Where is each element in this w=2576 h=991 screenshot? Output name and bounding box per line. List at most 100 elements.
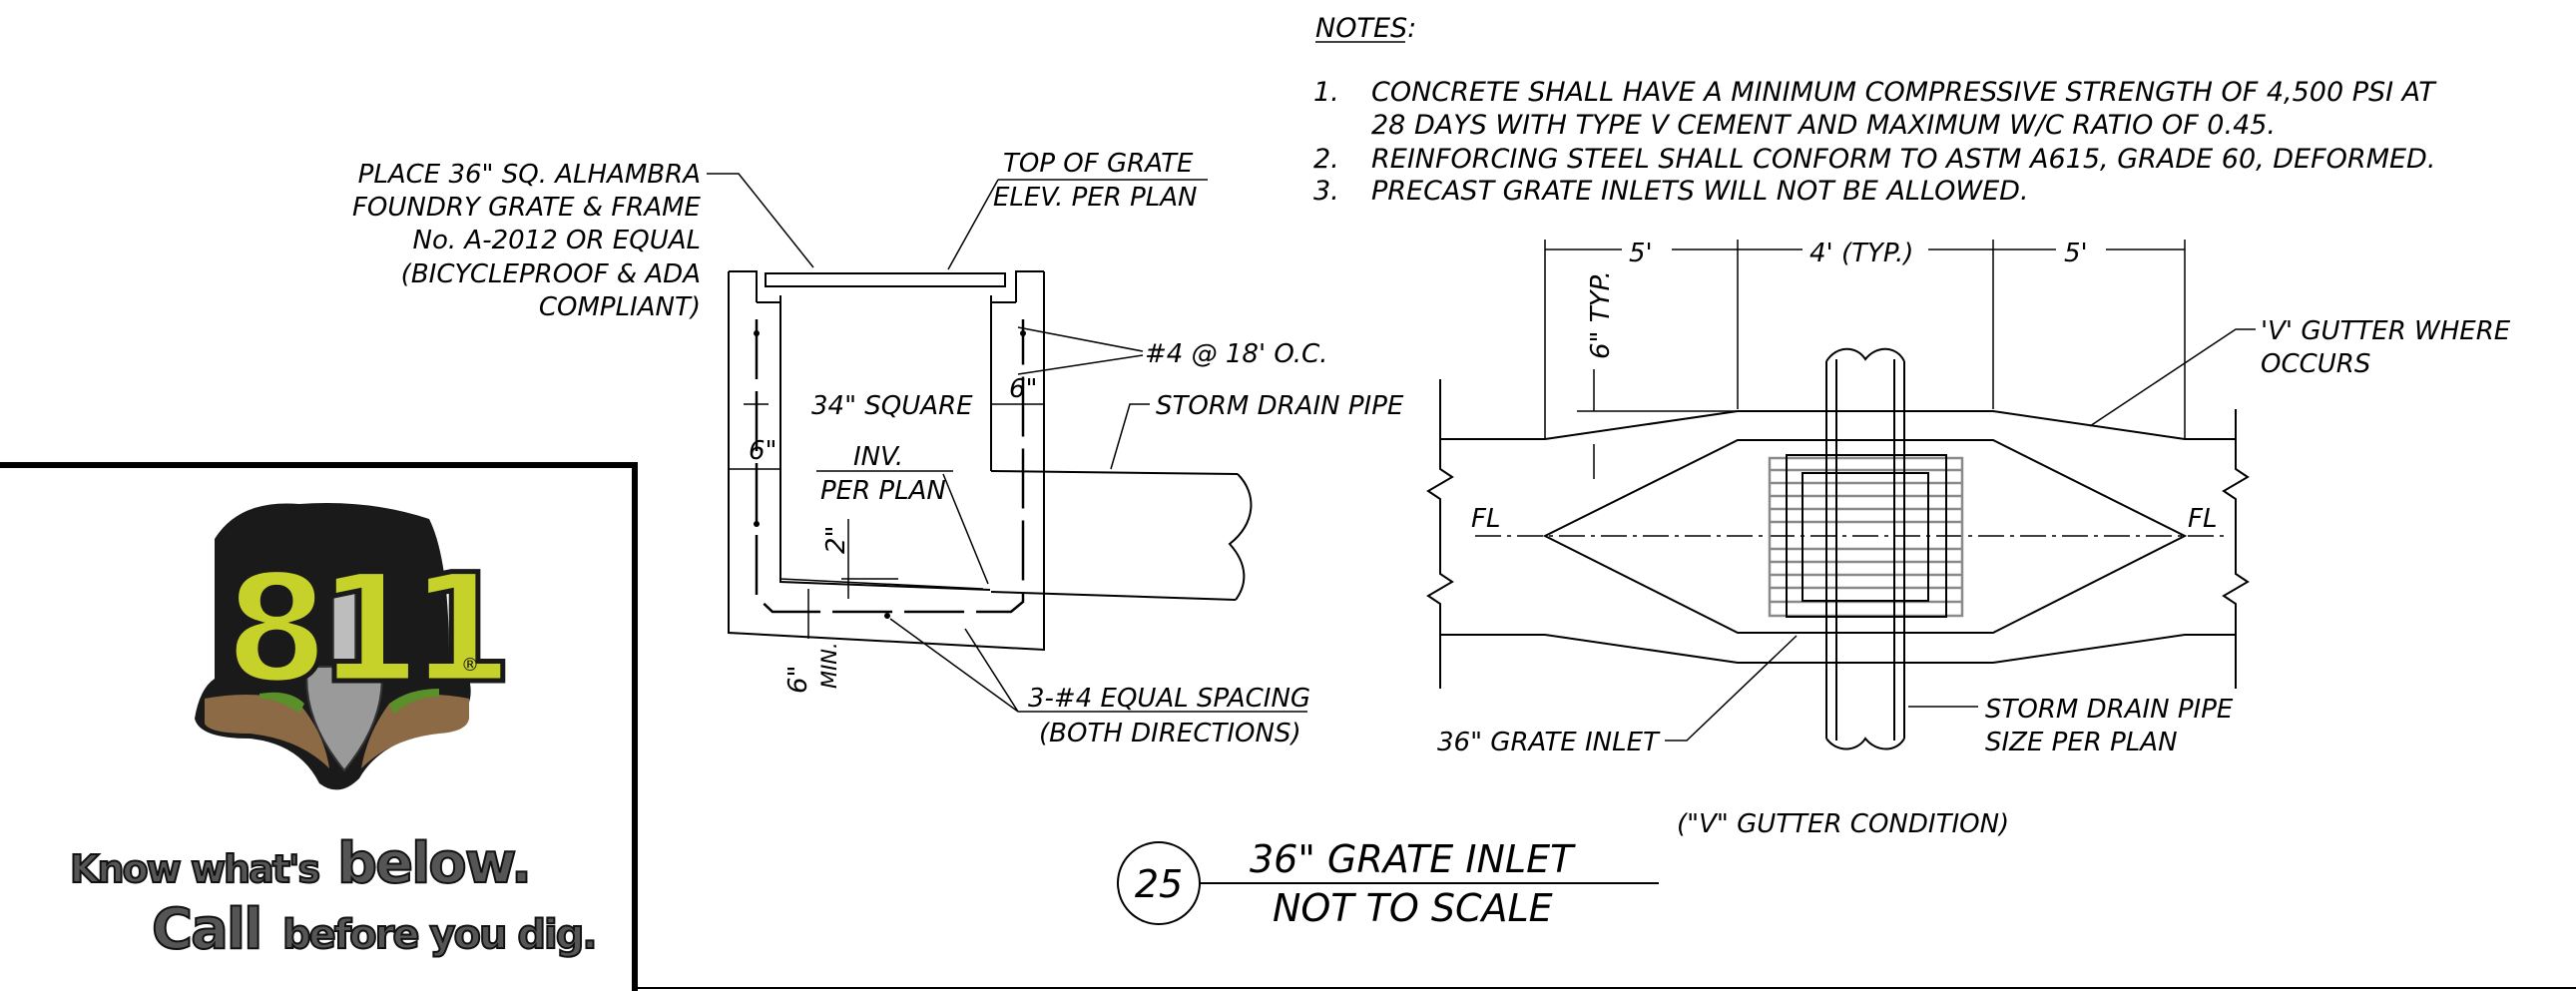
gutter-bot-slope-left — [1544, 634, 1739, 664]
detail-number: 25 — [1135, 862, 1183, 906]
811-tagline: Know what's below. Call before you dig. — [69, 830, 599, 963]
grate-callout-line-2: FOUNDRY GRATE & FRAME — [352, 193, 702, 223]
soil-right — [361, 695, 469, 768]
logo-box-border — [0, 462, 638, 991]
tagline-call: Call — [152, 897, 260, 962]
soil-left — [205, 695, 329, 768]
grass-right — [389, 689, 439, 714]
rebar-dot — [754, 330, 760, 336]
storm-drain-pipe-leader — [1110, 403, 1150, 470]
dim-2in: 2" — [821, 525, 851, 554]
dim-typ-label: 6" TYP. — [1586, 270, 1616, 359]
gutter-top-slope-right — [1992, 410, 2186, 440]
v-gutter-line-2: OCCURS — [2261, 349, 2370, 379]
grass-left — [259, 692, 304, 714]
storm-pipe-line-2: SIZE PER PLAN — [1985, 728, 2178, 757]
grate-inner-frame — [1786, 454, 1947, 618]
condition-label: ("V" GUTTER CONDITION) — [1677, 809, 2009, 839]
grate-callout-line-3: No. A-2012 OR EQUAL — [413, 226, 701, 255]
dim-right-label: 5' — [2064, 239, 2088, 268]
inv-label-line-1: INV. — [853, 442, 903, 472]
note-1-line-2: 28 DAYS WITH TYPE V CEMENT AND MAXIMUM W… — [1371, 110, 2276, 141]
grate-callout-line-1: PLACE 36" SQ. ALHAMBRA — [358, 160, 701, 190]
rebar-dot — [1020, 330, 1026, 336]
v-gutter-line-1: 'V' GUTTER WHERE — [2261, 316, 2511, 346]
inlet-outer-wall — [728, 271, 1045, 652]
fl-right-label: FL — [2188, 504, 2217, 534]
grate-callout-line-4: (BICYCLEPROOF & ADA — [401, 259, 701, 289]
tagline-below: below. — [337, 831, 530, 896]
section-view: PLACE 36" SQ. ALHAMBRA FOUNDRY GRATE & F… — [352, 149, 1404, 748]
note-2-number: 2. — [1313, 144, 1339, 175]
note-1-number: 1. — [1313, 77, 1339, 108]
grate-callout-line-5: COMPLIANT) — [539, 292, 701, 322]
top-of-grate-line-2: ELEV. PER PLAN — [993, 183, 1198, 213]
wall-dim-left: 6" — [749, 436, 777, 466]
rebar-top-leader-1 — [1017, 326, 1144, 352]
top-of-grate-line-1: TOP OF GRATE — [1003, 149, 1194, 179]
pipe-break-bottom — [1825, 737, 1905, 750]
inlet-inner-wall-left — [779, 295, 991, 591]
break-line-right — [2222, 409, 2250, 689]
detail-title: 25 36" GRATE INLET NOT TO SCALE — [1117, 837, 1659, 930]
fl-left-label: FL — [1471, 504, 1500, 534]
rebar-top-label: #4 @ 18' O.C. — [1145, 339, 1327, 369]
grate-inlet-label: 36" GRATE INLET — [1437, 728, 1661, 757]
note-1-line-1: CONCRETE SHALL HAVE A MINIMUM COMPRESSIV… — [1371, 77, 2437, 108]
v-gutter-diamond — [1542, 439, 2188, 634]
gutter-top-slope-left — [1544, 410, 1739, 440]
rebar-dot — [754, 521, 760, 527]
break-line-left — [1426, 379, 1454, 689]
tagline-before-you-dig: before you dig. — [282, 912, 596, 958]
detail-title-text: 36" GRATE INLET — [1250, 837, 1576, 881]
rebar-bottom-line-1: 3-#4 EQUAL SPACING — [1028, 684, 1310, 714]
notes-heading: NOTES: — [1315, 13, 1416, 44]
dim-6in-min: 6" — [783, 665, 813, 694]
frame-right — [1015, 270, 1044, 302]
call-811-box: 811 ® Know what's below. Call before you… — [0, 462, 2576, 991]
grate-inlet-leader — [1665, 635, 1798, 742]
grate — [765, 272, 1006, 287]
811-logo: 811 ® — [195, 503, 518, 790]
v-gutter-leader — [2089, 328, 2256, 427]
pipe-top — [990, 470, 1239, 475]
wall-dim-right: 6" — [1009, 374, 1038, 404]
pipe-bottom — [990, 591, 1237, 601]
note-3-line-1: PRECAST GRATE INLETS WILL NOT BE ALLOWED… — [1371, 176, 2029, 207]
detail-scale-text: NOT TO SCALE — [1273, 886, 1553, 930]
storm-pipe-line-1: STORM DRAIN PIPE — [1985, 695, 2234, 725]
rebar-bottom-leader-2 — [964, 628, 1019, 713]
rebar-bottom-leader-1 — [889, 618, 1019, 713]
dim-mid-label: 4' (TYP.) — [1809, 239, 1913, 268]
note-3-number: 3. — [1313, 176, 1339, 207]
dim-left-label: 5' — [1629, 239, 1653, 268]
gutter-bot-slope-right — [1992, 634, 2186, 664]
rebar-dot — [884, 613, 890, 619]
shovel-blade — [305, 666, 383, 772]
frame-left — [729, 270, 758, 302]
inv-leader — [942, 473, 989, 585]
top-of-grate-leader — [947, 179, 999, 270]
plan-pipe — [1825, 347, 1905, 750]
rebar-top-leader-2 — [1017, 354, 1144, 375]
rebar-bottom-line-2: (BOTH DIRECTIONS) — [1039, 719, 1301, 748]
invert-line — [779, 578, 984, 590]
notes-block: NOTES: 1. CONCRETE SHALL HAVE A MINIMUM … — [1313, 13, 2437, 207]
square-label: 34" SQUARE — [811, 391, 973, 421]
registered-mark: ® — [461, 655, 479, 676]
logo-number: 811 — [225, 543, 504, 717]
min-label: MIN. — [817, 642, 841, 689]
grate-frame — [1768, 456, 1964, 618]
tagline-know-whats: Know what's — [70, 847, 319, 891]
note-2-line-1: REINFORCING STEEL SHALL CONFORM TO ASTM … — [1371, 144, 2435, 175]
pipe-break-top — [1825, 347, 1905, 362]
rebar-hoop — [755, 319, 1025, 614]
grate-callout-leader — [707, 173, 814, 268]
plan-view: 5' 4' (TYP.) 5' 6" TYP. FL FL — [1426, 239, 2511, 839]
storm-drain-pipe-label: STORM DRAIN PIPE — [1156, 391, 1404, 421]
grate-inner-box — [1802, 472, 1929, 602]
grate-plan — [1768, 454, 1964, 618]
inv-label-line-2: PER PLAN — [820, 476, 946, 506]
pipe-break — [1228, 473, 1253, 601]
